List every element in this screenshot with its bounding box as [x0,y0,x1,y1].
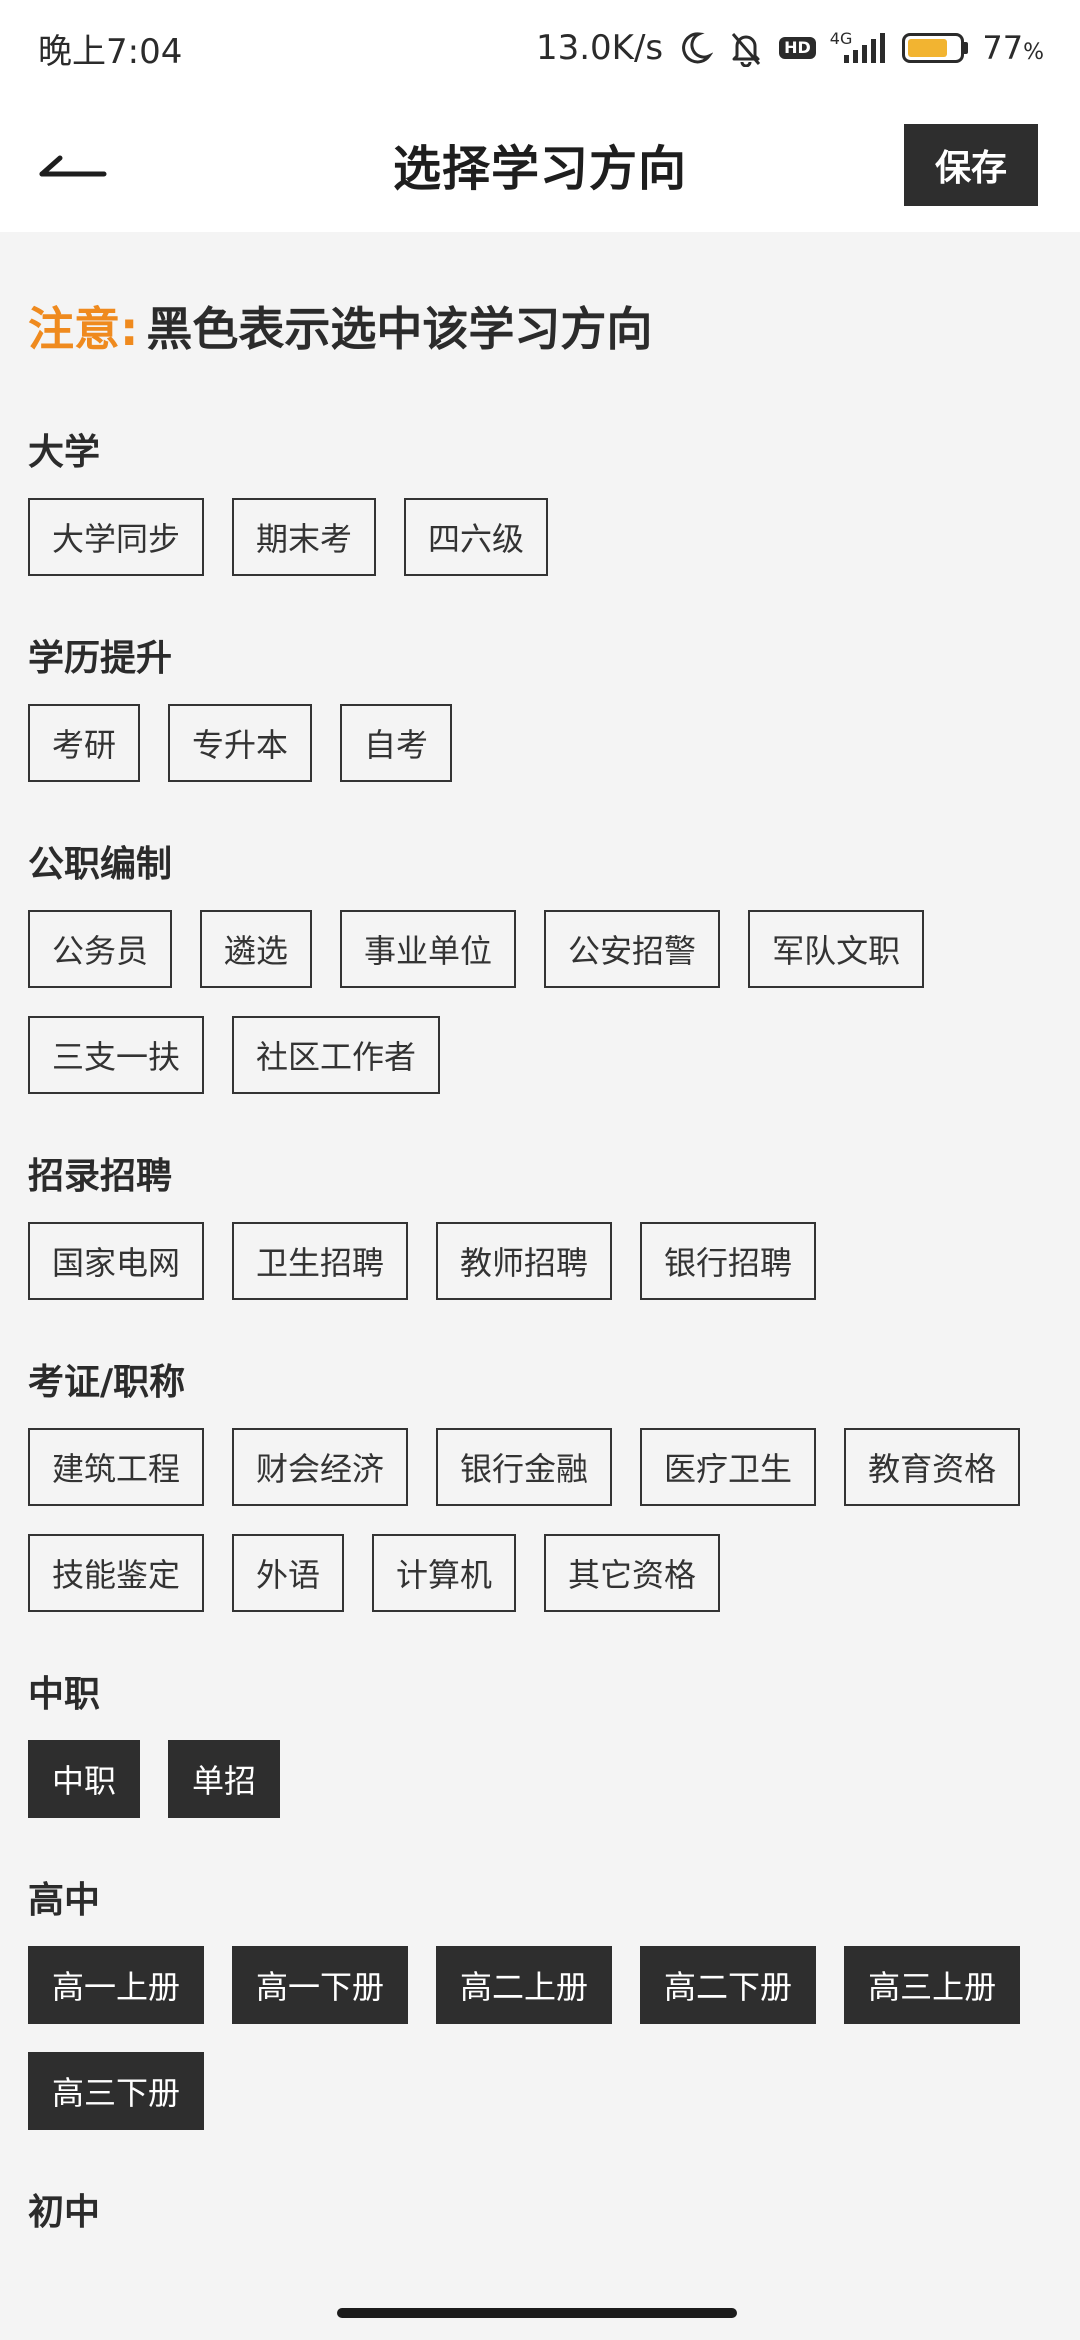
tag-grid: 中职单招 [28,1740,1052,1818]
direction-tag[interactable]: 公安招警 [544,910,721,988]
save-button[interactable]: 保存 [904,124,1038,206]
moon-icon [677,30,714,66]
direction-tag[interactable]: 事业单位 [340,910,517,988]
direction-tag[interactable]: 高三下册 [28,2052,205,2130]
direction-tag[interactable]: 技能鉴定 [28,1534,205,1612]
direction-tag[interactable]: 高一下册 [232,1946,409,2024]
back-button[interactable] [28,130,118,200]
direction-tag[interactable]: 卫生招聘 [232,1222,409,1300]
section-title: 公职编制 [28,844,173,885]
direction-tag[interactable]: 四六级 [404,498,549,576]
battery-percent: 77% [982,29,1044,67]
direction-tag[interactable]: 单招 [168,1740,281,1818]
tag-grid: 考研专升本自考 [28,704,1052,782]
direction-tag[interactable]: 期末考 [232,498,377,576]
section-title: 学历提升 [28,638,173,679]
direction-tag[interactable]: 遴选 [200,910,313,988]
home-indicator[interactable] [337,2308,737,2318]
section: 大学大学同步期末考四六级 [28,424,1052,576]
signal-icon: 4G [829,28,889,65]
status-bar: 晚上7:04 13.0K/s HD 4G [0,0,1080,96]
status-icons: 13.0K/s HD 4G 77% [536,28,1044,68]
direction-tag[interactable]: 大学同步 [28,498,205,576]
net-type-label: 4G [829,28,853,48]
bell-muted-icon [727,29,765,67]
tag-grid: 高一上册高一下册高二上册高二下册高三上册高三下册 [28,1946,1052,2130]
direction-tag[interactable]: 教师招聘 [436,1222,613,1300]
notice-label: 注意: [28,302,139,356]
battery-icon [902,33,969,63]
net-speed: 13.0K/s [535,28,664,68]
section-title: 考证/职称 [28,1362,186,1403]
direction-tag[interactable]: 军队文职 [748,910,925,988]
section: 考证/职称建筑工程财会经济银行金融医疗卫生教育资格技能鉴定外语计算机其它资格 [28,1354,1052,1612]
section: 招录招聘国家电网卫生招聘教师招聘银行招聘 [28,1148,1052,1300]
direction-tag[interactable]: 公务员 [28,910,173,988]
direction-tag[interactable]: 考研 [28,704,141,782]
direction-tag[interactable]: 高二下册 [640,1946,817,2024]
section: 高中高一上册高一下册高二上册高二下册高三上册高三下册 [28,1872,1052,2130]
section-title: 招录招聘 [28,1156,173,1197]
direction-tag[interactable]: 建筑工程 [28,1428,205,1506]
page-title: 选择学习方向 [392,141,687,197]
back-arrow-icon [39,155,107,177]
sections-container: 大学大学同步期末考四六级学历提升考研专升本自考公职编制公务员遴选事业单位公安招警… [28,424,1052,2234]
direction-tag[interactable]: 计算机 [372,1534,517,1612]
direction-tag[interactable]: 银行招聘 [640,1222,817,1300]
section: 中职中职单招 [28,1666,1052,1818]
section-title: 初中 [28,2192,101,2233]
direction-tag[interactable]: 高三上册 [844,1946,1021,2024]
direction-list: 注意: 黑色表示选中该学习方向 大学大学同步期末考四六级学历提升考研专升本自考公… [0,232,1080,2234]
battery-fill [908,39,947,57]
direction-tag[interactable]: 高一上册 [28,1946,205,2024]
tag-grid: 国家电网卫生招聘教师招聘银行招聘 [28,1222,1052,1300]
tag-grid: 建筑工程财会经济银行金融医疗卫生教育资格技能鉴定外语计算机其它资格 [28,1428,1052,1612]
section-title: 大学 [28,432,101,473]
section: 初中 [28,2184,1052,2234]
direction-tag[interactable]: 财会经济 [232,1428,409,1506]
direction-tag[interactable]: 高二上册 [436,1946,613,2024]
notice: 注意: 黑色表示选中该学习方向 [28,294,1052,358]
section: 公职编制公务员遴选事业单位公安招警军队文职三支一扶社区工作者 [28,836,1052,1094]
tag-grid: 公务员遴选事业单位公安招警军队文职三支一扶社区工作者 [28,910,1052,1094]
direction-tag[interactable]: 其它资格 [544,1534,721,1612]
hd-badge: HD [779,37,816,59]
direction-tag[interactable]: 银行金融 [436,1428,613,1506]
notice-text: 黑色表示选中该学习方向 [146,302,653,356]
section-title: 中职 [28,1674,101,1715]
app-bar: 选择学习方向 保存 [0,96,1080,232]
direction-tag[interactable]: 自考 [340,704,453,782]
section-title: 高中 [28,1880,101,1921]
section: 学历提升考研专升本自考 [28,630,1052,782]
direction-tag[interactable]: 中职 [28,1740,141,1818]
tag-grid: 大学同步期末考四六级 [28,498,1052,576]
direction-tag[interactable]: 教育资格 [844,1428,1021,1506]
direction-tag[interactable]: 医疗卫生 [640,1428,817,1506]
direction-tag[interactable]: 三支一扶 [28,1016,205,1094]
direction-tag[interactable]: 社区工作者 [232,1016,441,1094]
direction-tag[interactable]: 专升本 [168,704,313,782]
status-time: 晚上7:04 [38,31,183,72]
direction-tag[interactable]: 外语 [232,1534,345,1612]
direction-tag[interactable]: 国家电网 [28,1222,205,1300]
